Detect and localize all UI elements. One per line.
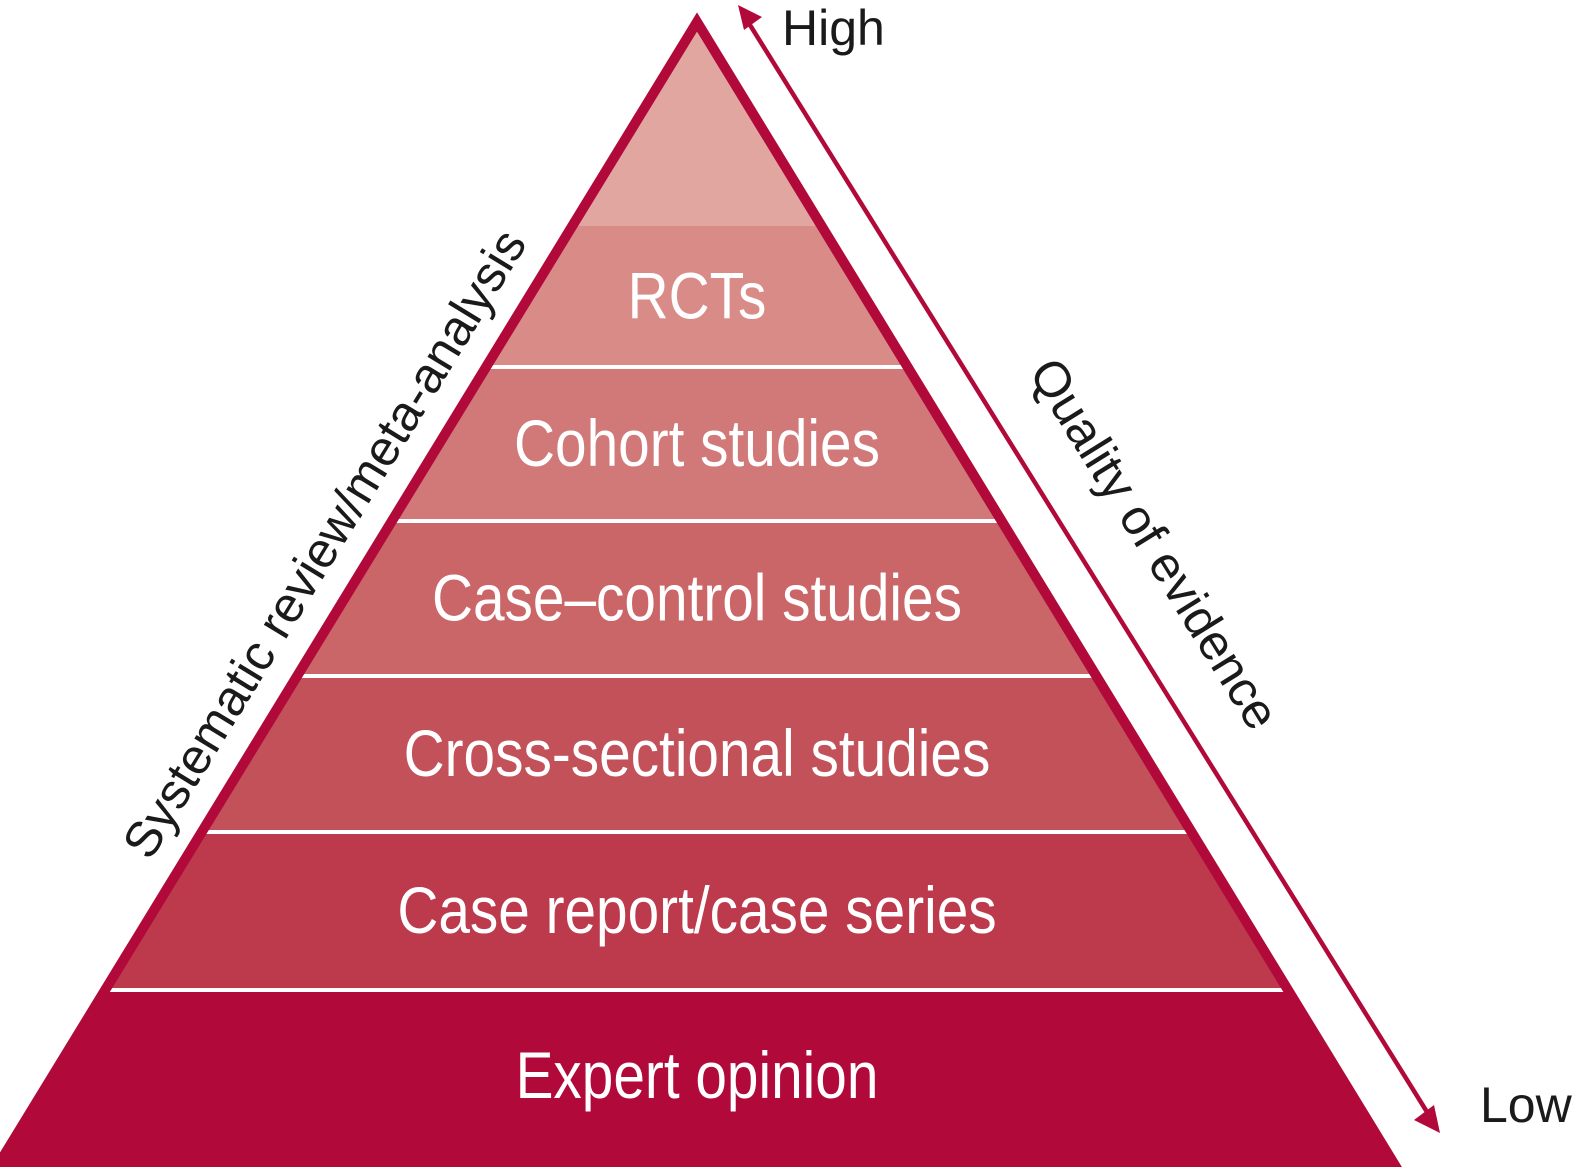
high-label: High (782, 0, 885, 56)
pyramid-band-4 (201, 676, 1192, 832)
pyramid-band-1 (486, 226, 908, 367)
band-separators (109, 365, 1284, 992)
quality-arrow (738, 5, 1440, 1133)
band-label-4: Cross-sectional studies (404, 717, 991, 791)
quality-arrow-line (743, 15, 1434, 1122)
low-label: Low (1480, 1077, 1573, 1133)
pyramid-band-6 (0, 990, 1393, 1162)
pyramid-outline (0, 12, 1402, 1167)
pyramid-band-3 (297, 521, 1097, 676)
band-label-5: Case report/case series (397, 874, 996, 948)
band-label-6: Expert opinion (516, 1039, 879, 1113)
pyramid-band-0 (572, 22, 822, 226)
arrow-up-icon (738, 5, 762, 30)
band-label-1: RCTs (628, 260, 767, 334)
pyramid-band-2 (391, 367, 1002, 521)
band-label-3: Case–control studies (432, 562, 962, 636)
band-label-2: Cohort studies (514, 407, 880, 481)
arrow-down-icon (1414, 1105, 1440, 1133)
pyramid-band-5 (105, 832, 1288, 990)
pyramid-bands (0, 22, 1393, 1162)
